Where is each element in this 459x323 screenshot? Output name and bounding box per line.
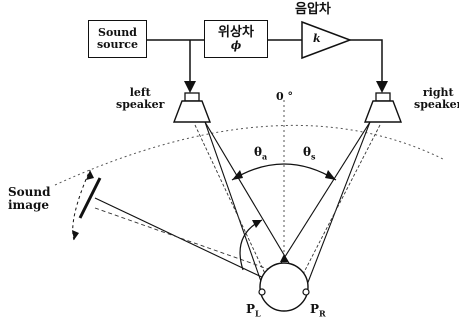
left-ear-label: PL: [246, 303, 261, 318]
sound-image-label: Sound image: [8, 185, 51, 212]
theta-left-subscript: a: [262, 151, 268, 162]
gain-symbol: k: [313, 32, 321, 45]
level-difference-label: 음압차: [295, 2, 331, 17]
listener-rotation-arrow: [252, 220, 262, 228]
zero-angle-label: 0 °: [276, 90, 293, 103]
sound-source-block: Sound source: [88, 20, 147, 58]
theta-right-symbol: θ: [303, 145, 312, 159]
phase-symbol: ϕ: [230, 39, 242, 53]
speaker-angle-arc: [231, 163, 337, 181]
right-ear-marker: [302, 288, 310, 296]
phase-difference-block: 위상차 ϕ: [204, 20, 268, 58]
theta-left-symbol: θ: [254, 145, 263, 159]
dashed-rays: [194, 124, 381, 281]
image-to-listener-solid: [94, 197, 269, 281]
theta-right-label: θs: [303, 146, 316, 161]
gain-amplifier-triangle: [301, 20, 353, 60]
listener-head: [259, 262, 309, 312]
image-motion-arrow-down: [72, 230, 79, 240]
angle-arrow-left: [232, 170, 243, 180]
left-ear-symbol: P: [246, 302, 256, 316]
right-speaker-label: right speaker: [414, 86, 459, 111]
right-ear-label: PR: [310, 303, 326, 318]
sound-source-label: Sound source: [96, 26, 139, 51]
right-ear-symbol: P: [310, 302, 320, 316]
angle-arrow-right: [325, 170, 336, 180]
theta-left-label: θa: [254, 146, 267, 161]
gain-to-right-speaker-line: [350, 39, 388, 93]
left-ear-marker: [258, 288, 266, 296]
right-ear-subscript: R: [319, 308, 326, 319]
listener-nose-marker: [280, 254, 288, 262]
left-speaker-label: left speaker: [116, 86, 165, 111]
left-speaker-icon: [172, 92, 212, 123]
theta-right-subscript: s: [311, 151, 316, 162]
right-speaker-icon: [363, 92, 403, 123]
phase-difference-label: 위상차: [218, 25, 254, 41]
left-ear-subscript: L: [255, 308, 261, 319]
sound-image-icon: [78, 177, 102, 219]
image-locus-arc: [54, 124, 446, 186]
image-motion-arrow-up: [86, 170, 94, 180]
